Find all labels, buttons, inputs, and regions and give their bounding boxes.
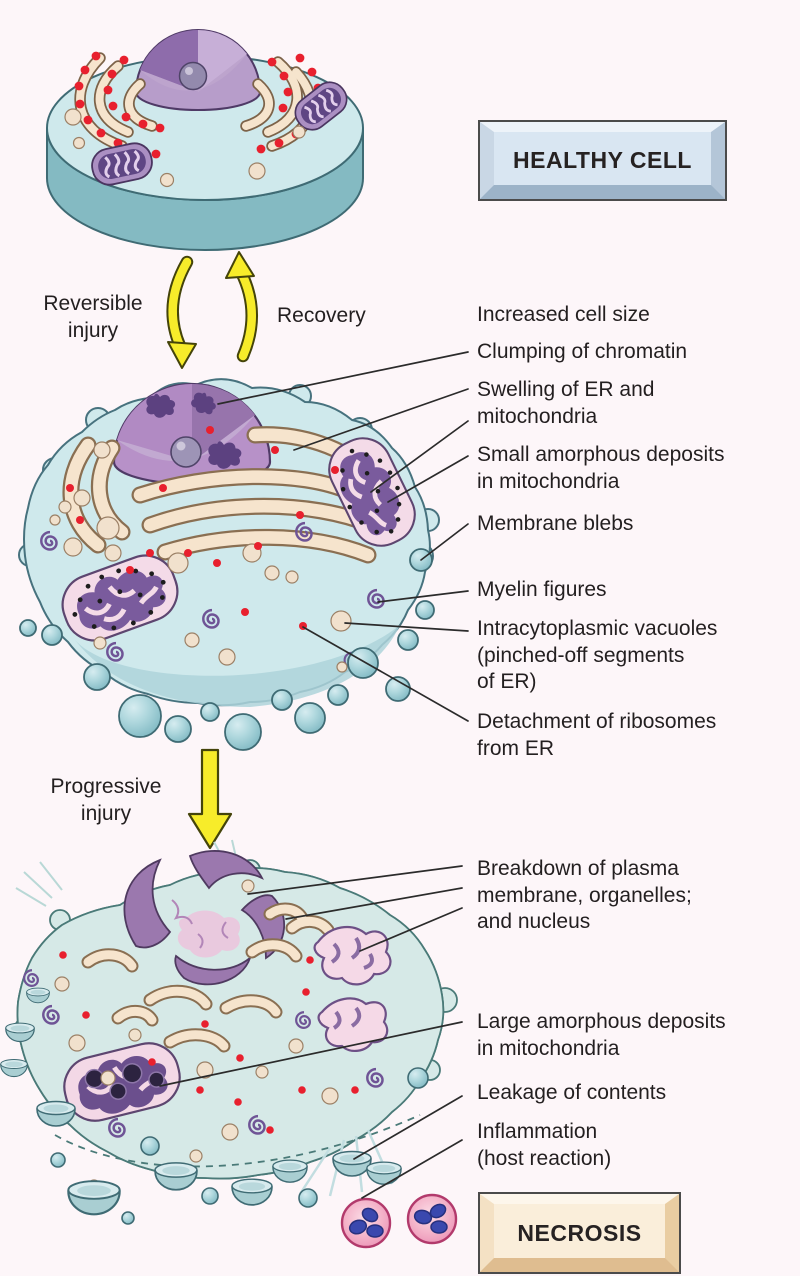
necrotic-cell-illustration [0,839,458,1225]
reversible-injury-label: Reversible injury [43,292,143,342]
recovery-arrow-up-icon [225,251,258,363]
nucleolus-icon [170,436,202,468]
broken-membrane-dashes [54,1114,421,1168]
cilia-streaks [15,839,239,907]
vesicle-icons [64,108,306,188]
necrosis-box-label: NECROSIS [517,1219,642,1246]
recovery-label: Recovery [277,304,366,327]
nucleus-icon [112,382,272,486]
annotation-membrane-blebs: Membrane blebs [477,512,634,535]
annotation-swelling-of-er: Swelling of ER and mitochondria [477,378,655,428]
reversible-arrow-down-icon [166,255,197,369]
progressive-arrow-icon [187,748,233,850]
er-fragment-icons [81,902,335,1053]
annotation-leakage-of-contents: Leakage of contents [477,1081,667,1104]
annotation-myelin-figures: Myelin figures [477,578,607,601]
leader-lines [159,351,469,1199]
annotation-large-amorphous-deposits: Large amorphous deposits in mitochondria [477,1010,726,1060]
ribosome-dots [59,951,359,1134]
annotation-breakdown-plasma-membrane: Breakdown of plasma membrane, organelles… [477,857,692,933]
healthy-cell-illustration [46,29,364,251]
detached-bleb-icons [50,1067,429,1225]
detached-ribosome-dots [66,426,339,630]
annotation-increased-cell-size: Increased cell size [477,303,650,326]
nucleolus-icon [178,61,208,91]
membrane-bleb-icons [19,548,435,751]
healthy-cell-box-label: HEALTHY CELL [513,147,692,173]
annotation-inflammation: Inflammation (host reaction) [477,1120,612,1170]
broken-mitochondrion-icon [313,925,392,1052]
vesicle-icons [49,441,352,673]
annotation-intracytoplasmic-vacuoles: Intracytoplasmic vacuoles (pinched-off s… [477,617,718,693]
necrosis-box-bevel [480,1194,679,1272]
annotation-small-amorphous-deposits: Small amorphous deposits in mitochondria [477,443,725,493]
progressive-injury-label: Progressive injury [50,775,162,825]
healthy-cell-box: HEALTHY CELL [478,120,727,201]
nucleus-icon [134,29,262,111]
healthy-cell-box-bevel [480,122,725,199]
inflammatory-cell-icons [340,1193,458,1249]
annotation-clumping-of-chromatin: Clumping of chromatin [477,340,688,363]
injured-cell-illustration [18,378,440,751]
vesicle-icons [54,879,339,1193]
necrosis-box: NECROSIS [478,1192,681,1274]
annotation-detachment-of-ribosomes: Detachment of ribosomes from ER [477,710,717,760]
